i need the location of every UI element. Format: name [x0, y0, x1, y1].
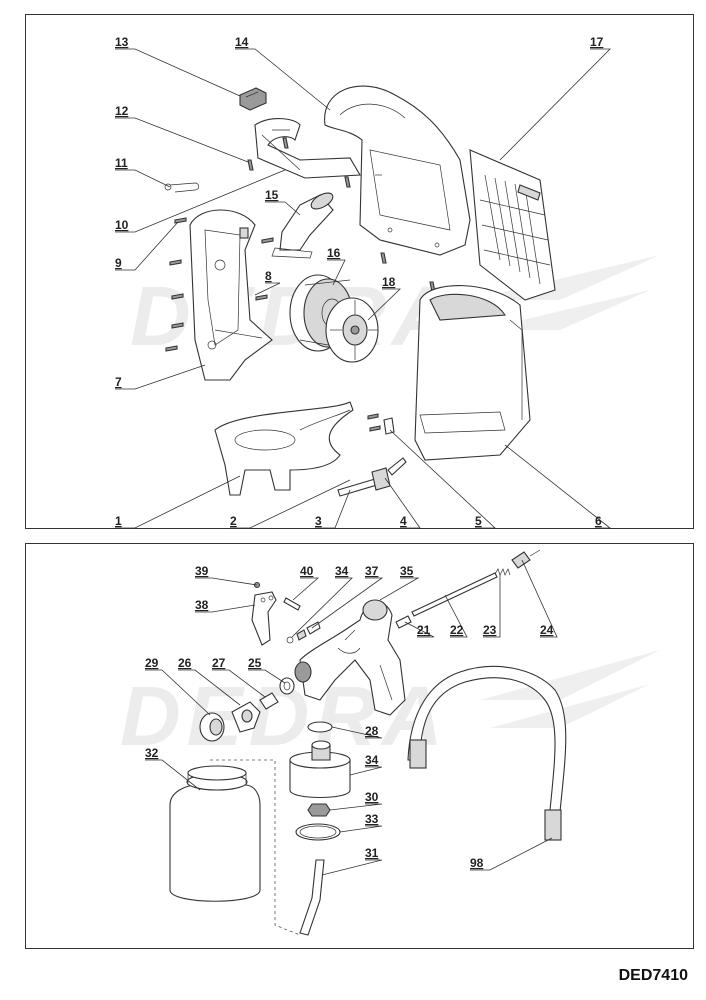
part-5-screws — [367, 413, 395, 435]
callout-7: 7 — [115, 375, 122, 389]
model-code: DED7410 — [618, 967, 688, 984]
callout-21: 21 — [417, 623, 431, 637]
callout-8: 8 — [265, 269, 272, 283]
part-30-nut — [307, 803, 331, 817]
callout-34-lower: 34 — [365, 753, 379, 767]
callout-22: 22 — [450, 623, 464, 637]
callout-33: 33 — [365, 812, 379, 826]
part-11-clip — [164, 182, 200, 193]
screws-top — [247, 137, 436, 293]
callout-29: 29 — [145, 656, 159, 670]
callout-labels-bottom: 39 40 34 37 35 38 24 21 22 23 29 26 27 2… — [145, 564, 554, 870]
part-18-fan — [325, 297, 379, 363]
callout-3: 3 — [315, 514, 322, 528]
callout-12: 12 — [115, 104, 129, 118]
part-22-rod — [411, 572, 498, 617]
callout-9: 9 — [115, 256, 122, 270]
part-23-spring — [494, 568, 511, 576]
part-14-handle-frame — [324, 85, 471, 256]
part-38-trigger — [251, 591, 277, 646]
part-7-housing-half — [189, 209, 273, 381]
callout-23: 23 — [483, 623, 497, 637]
part-12-front-shroud — [254, 118, 361, 179]
part-32-container — [169, 759, 301, 936]
part-24-knob — [511, 549, 541, 569]
callout-24: 24 — [540, 623, 554, 637]
callout-16: 16 — [327, 246, 341, 260]
part-13-switch — [239, 87, 267, 111]
part-2-3-4-suction-rod — [337, 457, 407, 497]
part-8-screws — [255, 237, 274, 301]
part-40-pin — [283, 597, 301, 611]
part-33-gasket — [295, 823, 341, 841]
callout-17: 17 — [590, 35, 604, 49]
callout-1: 1 — [115, 514, 122, 528]
part-27-nozzle — [259, 692, 279, 710]
callout-37: 37 — [365, 564, 379, 578]
part-21-fitting — [395, 615, 412, 629]
part-26-nozzle-cap — [231, 701, 261, 733]
part-29-ring-nut — [199, 712, 225, 742]
callout-39: 39 — [195, 564, 209, 578]
part-6-front-cover — [414, 285, 531, 461]
callout-40: 40 — [300, 564, 314, 578]
lower-diagram-panel — [25, 543, 694, 949]
part-25-washer — [279, 677, 295, 695]
callout-4: 4 — [400, 514, 407, 528]
part-31-suction-tube — [299, 859, 325, 936]
callout-13: 13 — [115, 35, 129, 49]
callout-14: 14 — [235, 35, 249, 49]
part-35-gun-body — [294, 599, 406, 716]
part-98-hose — [407, 665, 567, 841]
callout-35: 35 — [400, 564, 414, 578]
part-34-container-lid — [289, 740, 351, 798]
callout-11: 11 — [115, 156, 128, 170]
leader-lines-bottom — [145, 559, 558, 876]
callout-38: 38 — [195, 598, 209, 612]
callout-28: 28 — [365, 724, 379, 738]
part-28-o-ring — [307, 721, 333, 733]
callout-18: 18 — [382, 275, 396, 289]
callout-labels-top: 13 14 17 12 11 10 9 15 16 18 8 7 1 2 3 4… — [115, 35, 604, 528]
part-1-base-stand — [214, 401, 354, 496]
callout-15: 15 — [265, 188, 279, 202]
callout-31: 31 — [365, 846, 379, 860]
callout-5: 5 — [475, 514, 482, 528]
callout-2: 2 — [230, 514, 237, 528]
leader-lines-top — [115, 48, 612, 529]
callout-98: 98 — [470, 856, 484, 870]
callout-30: 30 — [365, 790, 379, 804]
callout-25: 25 — [248, 656, 262, 670]
callout-6: 6 — [595, 514, 602, 528]
callout-27: 27 — [212, 656, 226, 670]
part-17-grille — [469, 149, 556, 301]
callout-10: 10 — [115, 218, 129, 232]
callout-26: 26 — [178, 656, 192, 670]
part-15-pump-inlet — [271, 192, 334, 259]
part-9-screws — [165, 217, 187, 352]
callout-32: 32 — [145, 746, 159, 760]
callout-34-upper: 34 — [335, 564, 349, 578]
